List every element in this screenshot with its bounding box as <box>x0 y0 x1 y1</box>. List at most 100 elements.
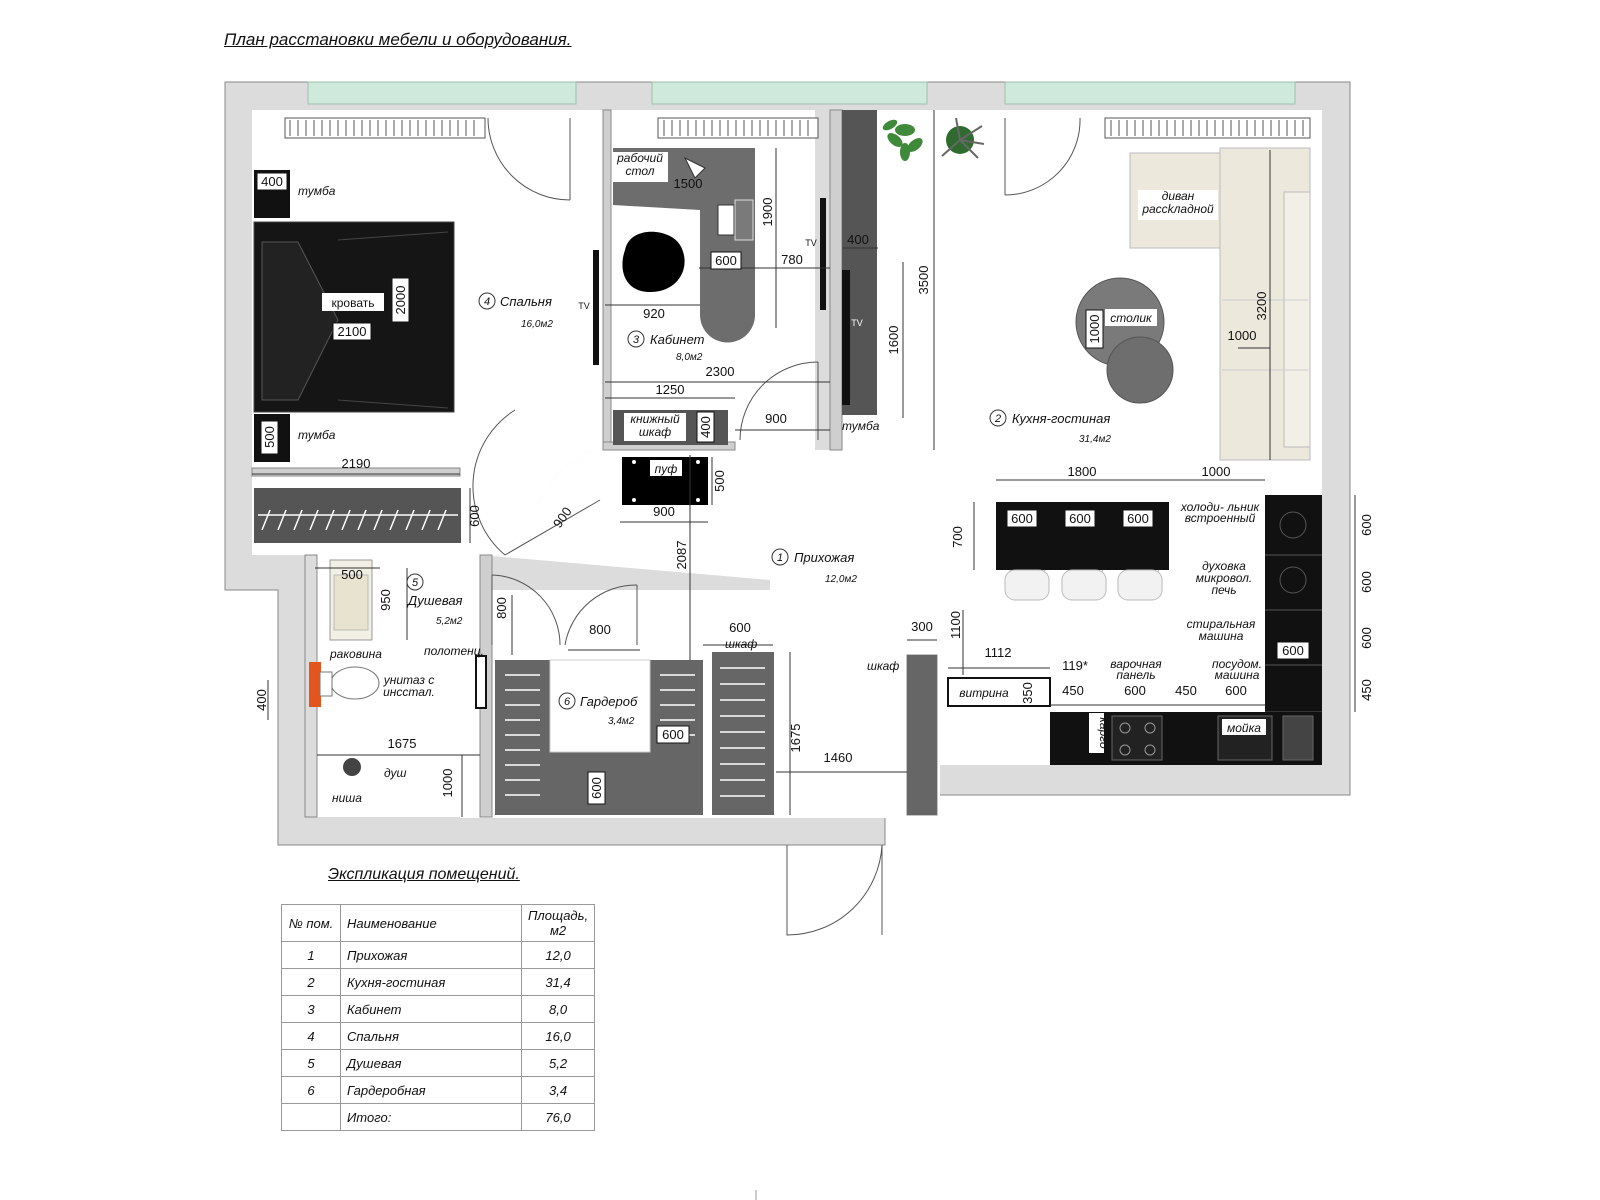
room-name-wardrobe: Гардероб <box>580 694 638 709</box>
dim-600-stool2: 600 <box>1069 511 1091 526</box>
dim-2100: 2100 <box>338 324 367 339</box>
door-shower <box>491 574 561 646</box>
table-row: 4 Спальня 16,0 <box>281 1022 596 1050</box>
table-total-row: Итого: 76,0 <box>281 1103 596 1131</box>
table-cell: 4 <box>281 1022 341 1050</box>
table-cell: 5,2 <box>520 1049 596 1077</box>
table-cell: Гардеробная <box>340 1076 522 1104</box>
dim-800-shower-door: 800 <box>494 597 509 619</box>
dim-600-stool3: 600 <box>1127 511 1149 526</box>
table-row: 5 Душевая 5,2 <box>281 1049 596 1077</box>
dim-500: 500 <box>262 426 277 448</box>
label-tumba-living: тумба <box>842 419 880 433</box>
room-number-3: 3 <box>633 334 640 346</box>
dim-500-basin: 500 <box>341 567 363 582</box>
dim-2000: 2000 <box>393 286 408 315</box>
dim-1000-sofa: 1000 <box>1228 328 1257 343</box>
dim-3500: 3500 <box>916 266 931 295</box>
plant-icon <box>941 117 985 159</box>
label-hall-wardrobe: шкаф <box>725 637 757 651</box>
door-wardrobe <box>564 584 638 646</box>
table-cell: 16,0 <box>520 1022 596 1050</box>
label-bed: кровать <box>332 296 375 310</box>
room-area-wardrobe: 3,4м2 <box>608 716 635 727</box>
room-number-1: 1 <box>777 552 783 564</box>
table-header: № пом. <box>281 904 341 942</box>
hob-icon <box>1111 715 1163 761</box>
dim-1500: 1500 <box>674 176 703 191</box>
toilet <box>330 666 380 700</box>
entrance-door <box>786 844 883 936</box>
dim-1900: 1900 <box>760 198 775 227</box>
table-cell: 31,4 <box>520 968 596 996</box>
hall-wardrobe <box>712 652 774 815</box>
towel-dryer <box>475 655 487 709</box>
dim-300: 300 <box>911 619 933 634</box>
table-cell: 1 <box>281 941 341 969</box>
table-cell: Спальня <box>340 1022 522 1050</box>
room-area-bedroom: 16,0м2 <box>521 319 553 330</box>
shower-drain <box>343 758 361 776</box>
dim-3200: 3200 <box>1254 292 1269 321</box>
door-bedroom <box>472 409 516 556</box>
dim-2087: 2087 <box>674 541 689 570</box>
toilet-installation <box>309 662 321 707</box>
dim-600: 600 <box>715 253 737 268</box>
table-header: Наименование <box>340 904 522 942</box>
room-name-shower: Душевая <box>406 593 463 608</box>
label-nightstand-top: тумба <box>298 184 336 198</box>
dim-600-column: 600 <box>1282 643 1304 658</box>
room-name-kitchen: Кухня-гостиная <box>1012 411 1110 426</box>
room-number-4: 4 <box>484 296 490 308</box>
dim-450-hob-right: 450 <box>1175 683 1197 698</box>
dim-350: 350 <box>1020 682 1035 704</box>
room-number-2: 2 <box>994 413 1001 425</box>
table-row: 3 Кабинет 8,0 <box>281 995 596 1023</box>
dim-1112: 1112 <box>985 645 1012 660</box>
dim-900-pouf: 900 <box>653 504 675 519</box>
room-area-hall: 12,0м2 <box>825 574 857 585</box>
table-total-label: Итого: <box>340 1103 522 1131</box>
dim-780: 780 <box>781 252 803 267</box>
room-name-office: Кабинет <box>650 332 705 347</box>
window-right <box>1004 81 1296 105</box>
label-towel-dryer: полотенц. <box>424 644 484 658</box>
table-cell: Прихожая <box>340 941 522 969</box>
label-sink: мойка <box>1227 721 1261 735</box>
table-cell: 3 <box>281 995 341 1023</box>
door-office <box>739 361 819 441</box>
table-cell: 8,0 <box>520 995 596 1023</box>
vitrine <box>947 677 1051 707</box>
plant-icon <box>882 119 923 161</box>
dim-950: 950 <box>378 589 393 611</box>
dim-1000-shower: 1000 <box>440 769 455 798</box>
dim-1800: 1800 <box>1068 464 1097 479</box>
page-title: План расстановки мебели и оборудования. <box>224 30 572 49</box>
room-area-kitchen: 31,4м2 <box>1079 434 1111 445</box>
tv-living <box>842 270 850 405</box>
label-toilet: унитаз с инсстал. <box>383 674 435 699</box>
dim-600-wardrobe: 600 <box>467 505 482 527</box>
dim-119: 119* <box>1062 658 1088 673</box>
label-dishwasher: посудом. машина <box>1211 659 1262 682</box>
label-hob: варочная панель <box>1110 659 1162 682</box>
dim-600-stool1: 600 <box>1011 511 1033 526</box>
hall-cabinet <box>907 655 937 815</box>
dim-450-kitchen: 450 <box>1359 679 1374 701</box>
wall-office-left <box>602 109 612 451</box>
dim-1675-hall: 1675 <box>788 724 803 753</box>
dim-1460: 1460 <box>824 750 853 765</box>
label-washer: стиральная машина <box>1186 618 1256 643</box>
dim-800-wardrobe-door: 800 <box>589 622 611 637</box>
radiator <box>284 117 486 139</box>
label-shower: душ <box>384 766 406 780</box>
dim-400-tv: 400 <box>847 232 869 247</box>
dim-1600: 1600 <box>886 326 901 355</box>
desk <box>613 148 755 343</box>
dim-920: 920 <box>643 306 665 321</box>
label-coffee-table: столик <box>1110 311 1153 325</box>
window-mid <box>651 81 928 105</box>
label-bookcase: книжный шкаф <box>630 413 680 439</box>
dim-400: 400 <box>261 174 283 189</box>
table-row: 6 Гардеробная 3,4 <box>281 1076 596 1104</box>
